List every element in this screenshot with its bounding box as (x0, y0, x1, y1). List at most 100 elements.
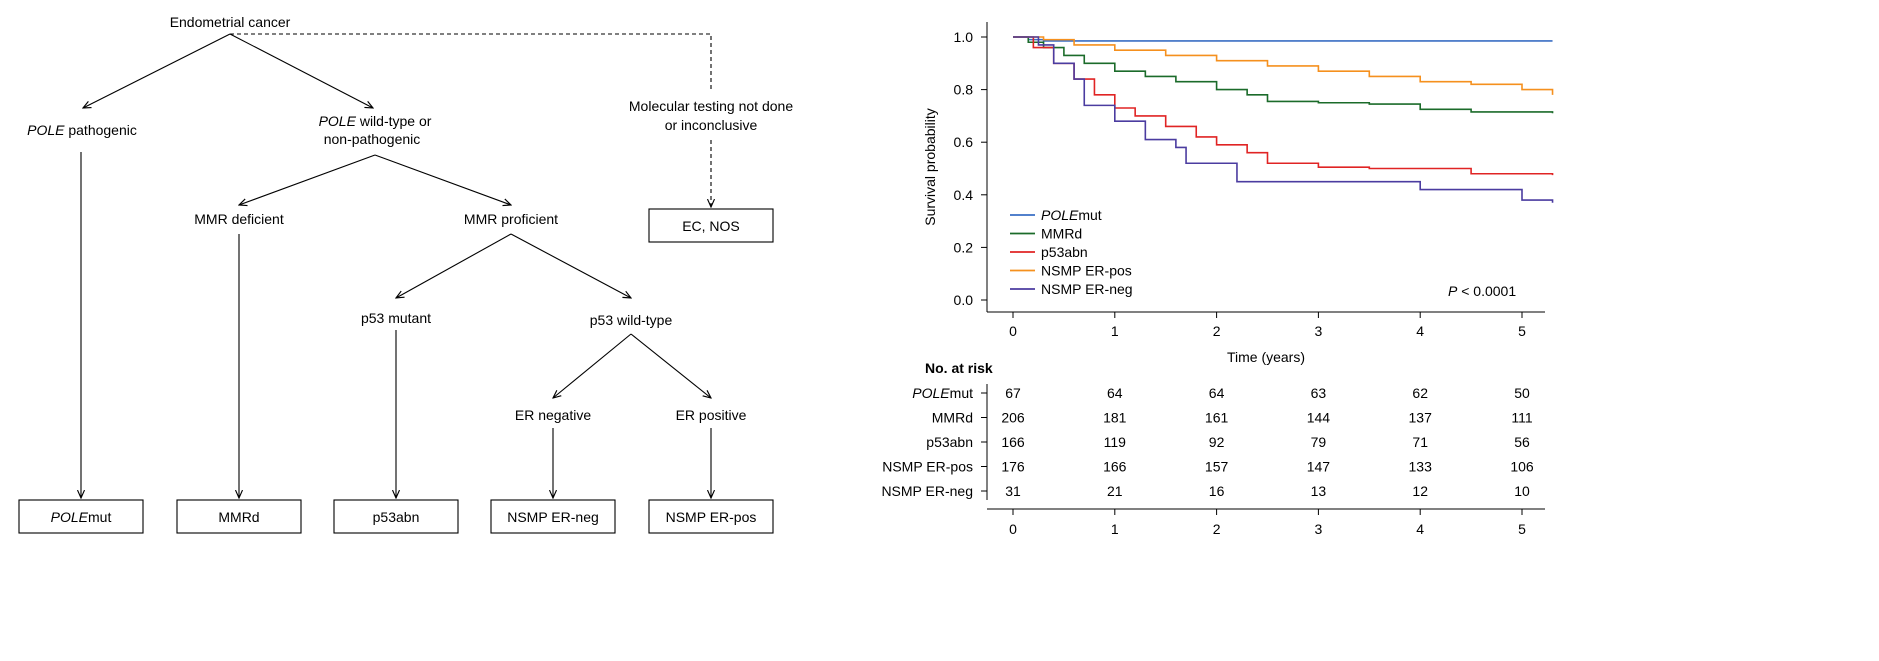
risk-cell: 92 (1209, 434, 1225, 450)
risk-row-label: MMRd (932, 410, 973, 426)
risk-cell: 63 (1311, 385, 1327, 401)
box-polemut-label: POLEmut (51, 509, 112, 525)
box-polemut (18, 499, 144, 534)
node-not-done-line2: or inconclusive (665, 117, 758, 133)
edge-root-not-done (230, 33, 712, 92)
x-tick-label: 4 (1416, 323, 1424, 339)
risk-cell: 157 (1205, 459, 1229, 475)
risk-cell: 50 (1514, 385, 1530, 401)
edge-wt-mmr-deficient (239, 154, 376, 205)
y-tick-label: 0.6 (954, 134, 974, 150)
node-pole-wildtype-line2: non-pathogenic (324, 131, 421, 147)
node-pole-wildtype: POLE wild-type or (319, 113, 432, 129)
node-p53-wildtype: p53 wild-type (590, 312, 673, 328)
flowchart (18, 33, 774, 534)
risk-row-label: NSMP ER-pos (882, 459, 973, 475)
x-tick-label: 3 (1315, 323, 1323, 339)
risk-cell: 137 (1409, 410, 1433, 426)
risk-cell: 181 (1103, 410, 1127, 426)
risk-table-title: No. at risk (925, 360, 993, 376)
flowchart-labels: Endometrial cancer POLE pathogenic POLE … (27, 14, 793, 525)
y-tick-label: 0.2 (954, 239, 974, 255)
risk-cell: 10 (1514, 483, 1530, 499)
box-nsmp-pos-label: NSMP ER-pos (666, 509, 757, 525)
box-nsmp-pos (648, 499, 774, 534)
edge-wt-mmr-proficient (374, 154, 511, 205)
p-value: P < 0.0001 (1448, 283, 1516, 299)
risk-cell: 133 (1409, 459, 1433, 475)
node-p53-mutant: p53 mutant (361, 310, 431, 326)
risk-x-tick-label: 1 (1111, 521, 1119, 537)
box-nsmp-neg-label: NSMP ER-neg (507, 509, 599, 525)
series-nsmp-er-pos-line (1013, 36, 1554, 95)
y-axis-title: Survival probability (922, 108, 938, 226)
risk-cell: 64 (1209, 385, 1225, 401)
node-er-negative: ER negative (515, 407, 591, 423)
x-tick-label: 2 (1213, 323, 1221, 339)
series-polemut-line (1013, 36, 1553, 42)
risk-cell: 31 (1005, 483, 1021, 499)
risk-cell: 67 (1005, 385, 1021, 401)
edge-p53wt-erpos (630, 333, 711, 398)
box-mmrd (176, 499, 302, 534)
series-mmrd-line (1013, 36, 1554, 114)
risk-cell: 166 (1001, 434, 1025, 450)
legend-label: p53abn (1041, 244, 1088, 260)
y-ticks: 0.00.20.40.60.81.0 (954, 29, 987, 308)
edge-root-pole-wildtype (229, 33, 373, 108)
risk-row-label: NSMP ER-neg (881, 483, 973, 499)
legend-label: NSMP ER-neg (1041, 281, 1133, 297)
legend-label: MMRd (1041, 226, 1082, 242)
x-tick-label: 5 (1518, 323, 1526, 339)
x-tick-label: 0 (1009, 323, 1017, 339)
legend-label: NSMP ER-pos (1041, 263, 1132, 279)
edge-root-pole-pathogenic (83, 33, 231, 108)
risk-x-tick-label: 4 (1416, 521, 1424, 537)
box-ec-nos-label: EC, NOS (682, 218, 740, 234)
box-ec-nos (648, 208, 774, 243)
risk-row-label: p53abn (926, 434, 973, 450)
risk-cell: 56 (1514, 434, 1530, 450)
risk-cell: 64 (1107, 385, 1123, 401)
risk-x-tick-label: 2 (1213, 521, 1221, 537)
risk-cell: 21 (1107, 483, 1123, 499)
y-tick-label: 0.0 (954, 292, 974, 308)
risk-cell: 144 (1307, 410, 1331, 426)
risk-cell: 71 (1412, 434, 1428, 450)
risk-cell: 106 (1510, 459, 1534, 475)
risk-cell: 79 (1311, 434, 1327, 450)
risk-cell: 111 (1511, 410, 1532, 426)
risk-cell: 161 (1205, 410, 1229, 426)
node-root: Endometrial cancer (170, 14, 291, 30)
x-axis-title: Time (years) (1227, 349, 1305, 365)
risk-cell: 13 (1311, 483, 1327, 499)
node-er-positive: ER positive (676, 407, 747, 423)
risk-x-tick-label: 3 (1315, 521, 1323, 537)
risk-cell: 147 (1307, 459, 1331, 475)
y-tick-label: 0.8 (954, 82, 974, 98)
node-mmr-proficient: MMR proficient (464, 211, 558, 227)
risk-cell: 166 (1103, 459, 1127, 475)
edge-mmrp-p53mut (396, 233, 512, 298)
box-p53abn-label: p53abn (373, 509, 420, 525)
x-tick-label: 1 (1111, 323, 1119, 339)
node-not-done-line1: Molecular testing not done (629, 98, 793, 114)
figure: Endometrial cancer POLE pathogenic POLE … (18, 14, 1554, 537)
risk-cell: 12 (1412, 483, 1428, 499)
series-nsmp-er-neg-line (1013, 36, 1554, 203)
risk-cell: 176 (1001, 459, 1025, 475)
risk-x-tick-label: 0 (1009, 521, 1017, 537)
legend-label: POLEmut (1041, 207, 1102, 223)
y-tick-label: 0.4 (954, 187, 974, 203)
risk-cell: 62 (1412, 385, 1428, 401)
box-mmrd-label: MMRd (218, 509, 259, 525)
risk-cell: 16 (1209, 483, 1225, 499)
risk-cell: 119 (1104, 434, 1127, 450)
edge-mmrp-p53wt (510, 233, 631, 298)
x-ticks: 0 1 2 3 4 5 (1009, 312, 1526, 339)
